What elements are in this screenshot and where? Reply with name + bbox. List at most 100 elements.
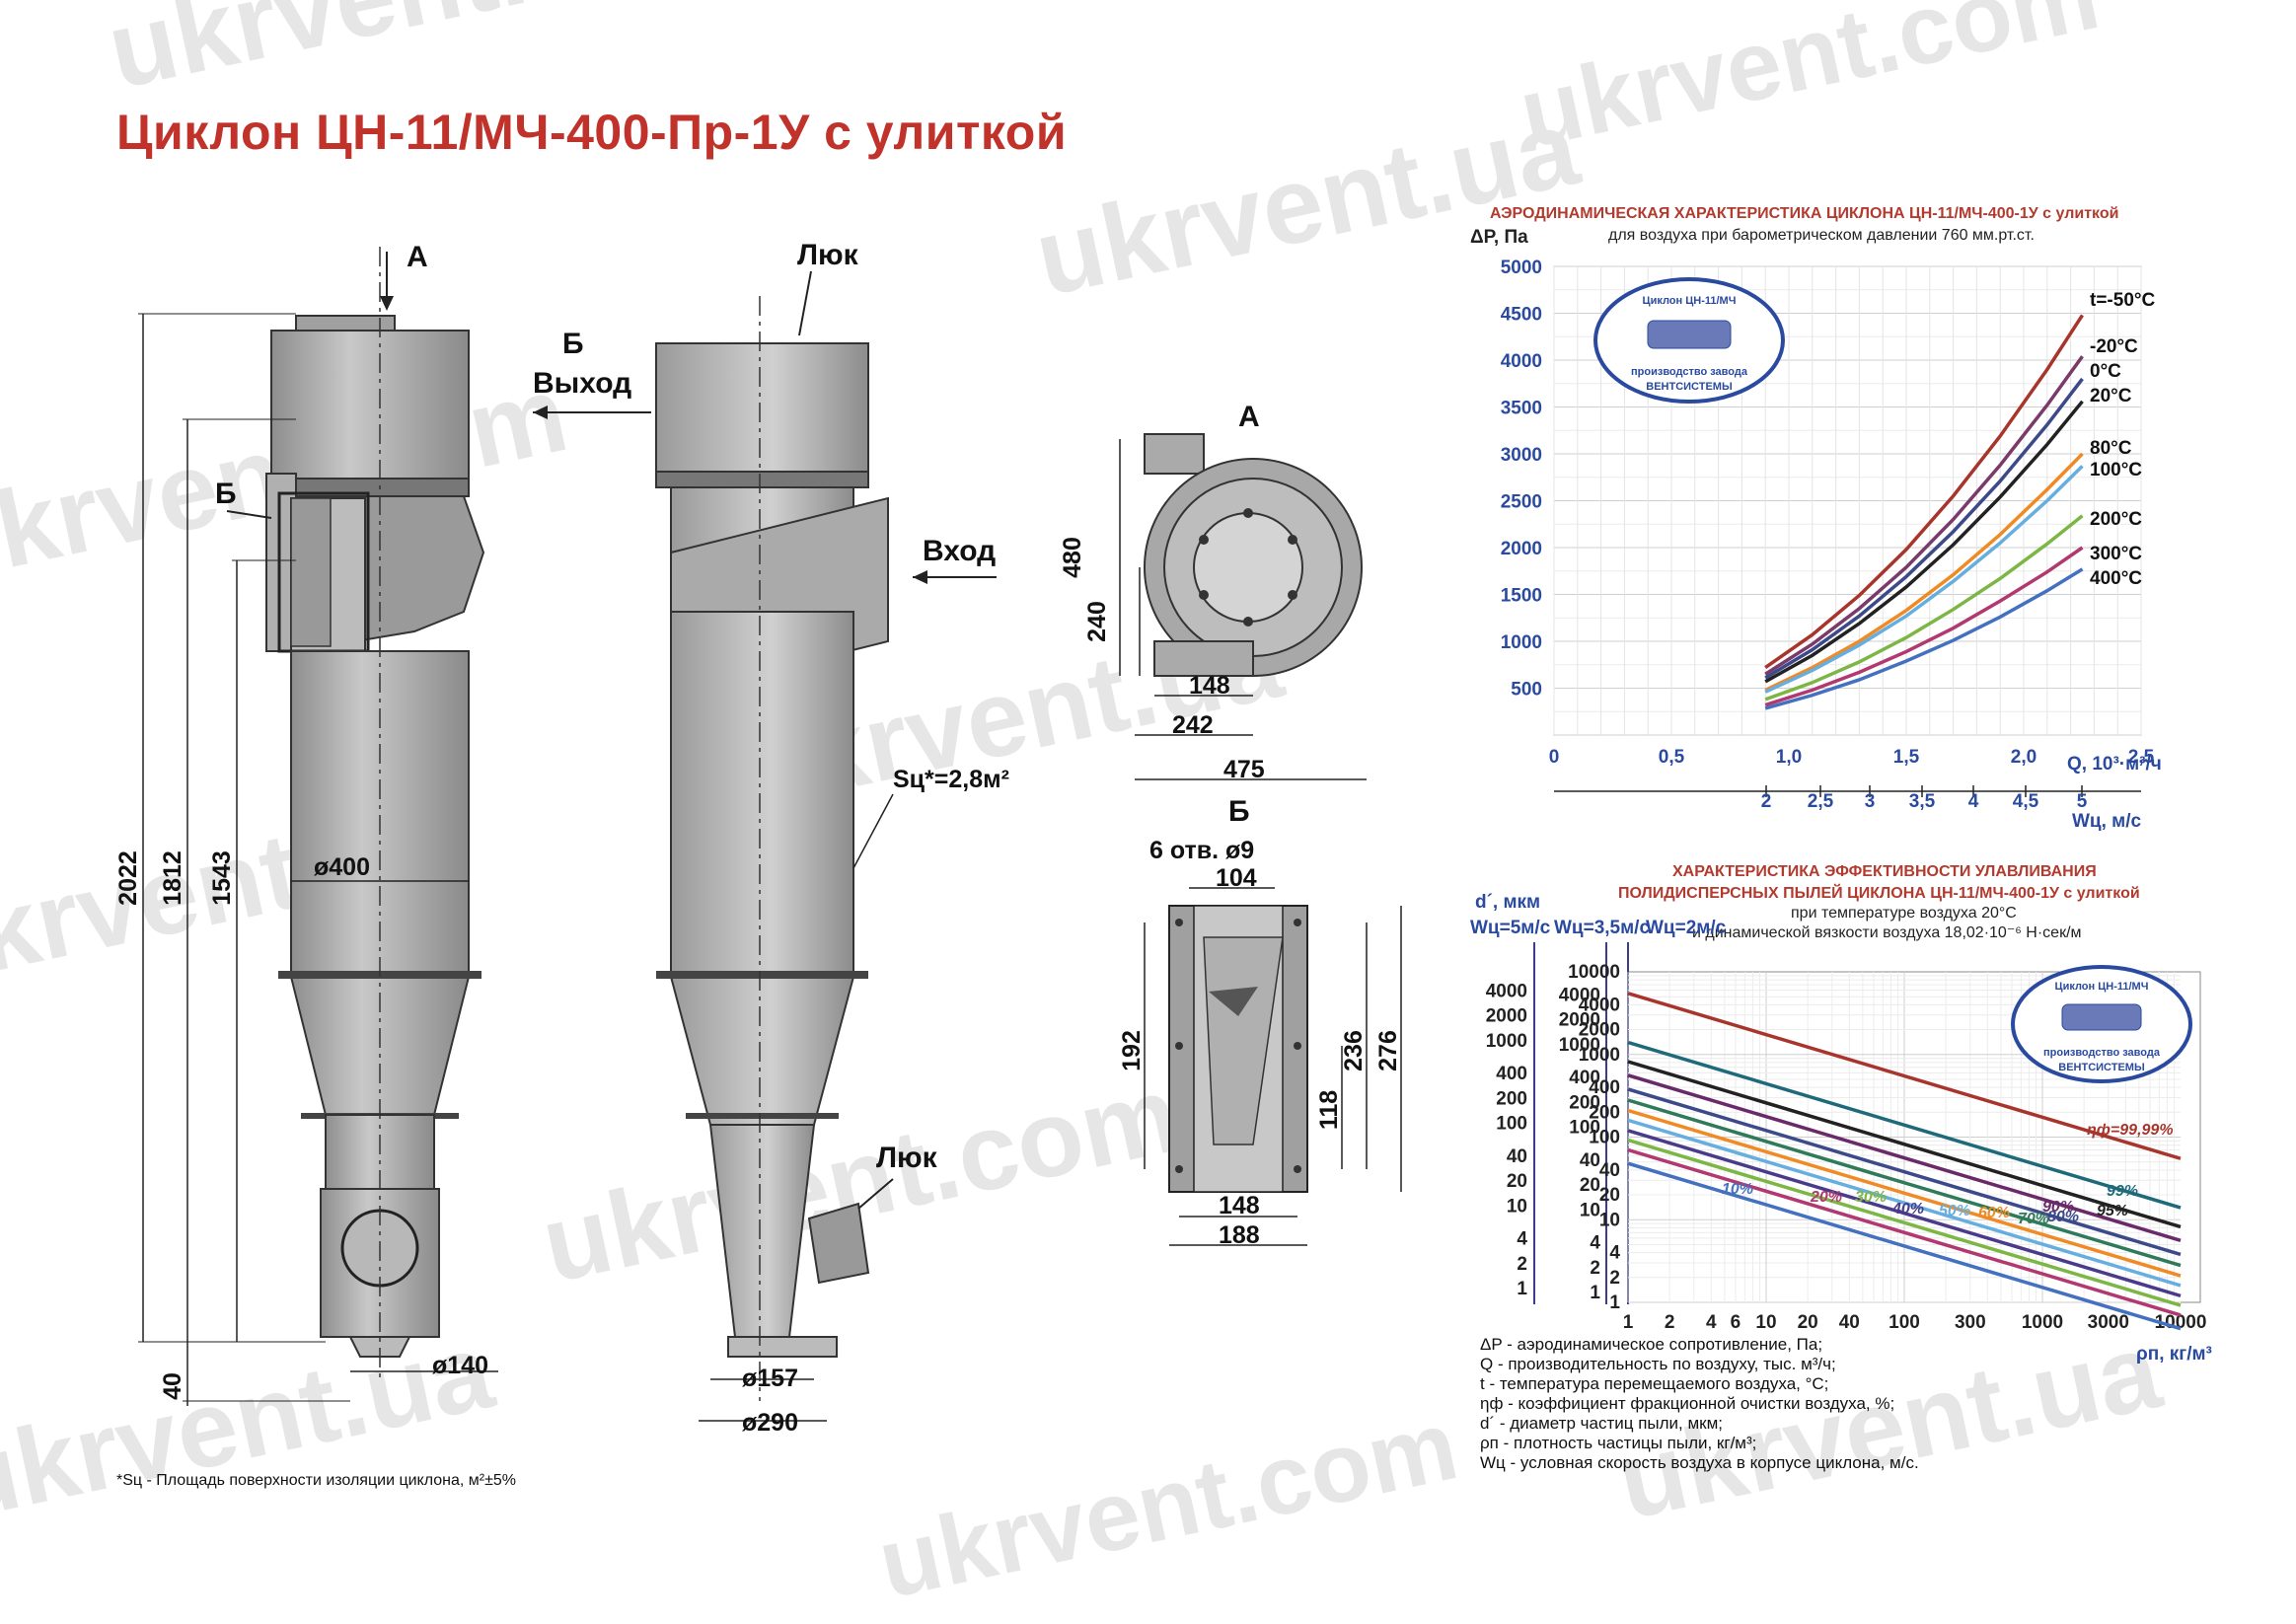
view-a-title: А [1238,401,1260,433]
y-tick-label: 200 [1589,1102,1620,1123]
watermark-text: ukrvent.ua [0,1309,503,1542]
series-label: 0°С [2090,361,2121,382]
series-label: 20°С [2090,386,2132,406]
series-line [1764,465,2084,694]
series-label: 80°С [2090,438,2132,459]
series-label: 200°С [2090,509,2142,530]
eff-col2: Wц=3,5м/с [1554,918,1650,938]
x-tick-label: 10000 [2155,1312,2207,1333]
y-tick-label-col1: 10 [1507,1196,1527,1217]
cyclone-front-view: 2022 1812 1543 40 ø400 ø140 А Б [114,241,498,1406]
series-label: 10% [1722,1181,1753,1198]
dim-40: 40 [159,1372,186,1400]
dim-104: 104 [1216,864,1257,892]
dim-2022: 2022 [114,850,142,906]
x-tick-label: 0 [1549,747,1560,768]
x-tick-label: 2,5 [2128,747,2155,768]
series-label: -20°С [2090,336,2138,357]
view-b-drawing: Б 6 отв. ø9 104 192 236 276 118 148 188 [1118,795,1402,1249]
x-tick-label: 300 [1955,1312,1986,1333]
x2-tick-label: 5 [2077,791,2088,812]
dim-d400: ø400 [314,853,370,881]
aero-xlabel: Q, 10³·м³/ч [2067,754,2162,775]
legend-line: ρп - плотность частицы пыли, кг/м³; [1480,1434,1756,1452]
x2-tick-label: 2,5 [1808,791,1834,812]
series-label: 400°С [2090,568,2142,589]
dim-480: 480 [1059,537,1086,578]
x-tick-label: 2 [1665,1312,1675,1333]
series-line [1627,1118,2182,1288]
y-tick-label-col1: 2000 [1486,1006,1527,1027]
series-line [1764,514,2084,701]
y-tick-label-col1: 2 [1517,1254,1527,1275]
eff-title2: ПОЛИДИСПЕРСНЫХ ПЫЛЕЙ ЦИКЛОНА ЦН-11/МЧ-40… [1618,883,2140,902]
x2-tick-label: 4,5 [2013,791,2039,812]
y-tick-label: 10000 [1568,962,1620,983]
y-tick-label-col2: 40 [1580,1150,1600,1171]
x-tick-label: 4 [1706,1312,1717,1333]
y-tick-label: 100 [1589,1128,1620,1148]
dim-188: 188 [1219,1221,1260,1249]
logo-line1: Циклон ЦН-11/МЧ [1643,295,1737,307]
y-tick-label-col1: 100 [1496,1114,1527,1135]
series-line [1627,1108,2182,1278]
y-tick-label-col1: 4 [1517,1229,1527,1250]
logo-badge-top: Циклон ЦН-11/МЧ производство завода ВЕНТ… [1593,277,1785,404]
y-tick-label-col2: 2 [1590,1258,1600,1279]
watermark-text: ukrvent.ua [1025,86,1589,319]
series-line [1627,1087,2182,1257]
logo-line3: ВЕНТСИСТЕМЫ [2058,1062,2145,1073]
y-tick-label-col2: 100 [1569,1118,1600,1139]
eff-sub1: при температуре воздуха 20°С [1791,905,2017,922]
y-tick-label: 500 [1511,680,1542,701]
eff-legend: ΔP - аэродинамическое сопротивление, Па;… [1480,1335,1919,1472]
y-tick-label-col2: 4 [1590,1233,1600,1254]
y-tick-label: 1 [1609,1292,1620,1313]
dim-d157: ø157 [742,1365,798,1392]
eff-xlabel: ρп, кг/м³ [2136,1344,2212,1365]
logo-line3: ВЕНТСИСТЕМЫ [1646,381,1733,393]
view-b-title: Б [1228,795,1250,828]
dim-242: 242 [1172,711,1214,739]
watermark-text: ukrvent.com [1511,0,2108,170]
logo-line2: производство завода [2043,1047,2161,1059]
x-tick-label: 0,5 [1659,747,1685,768]
outlet-pipe [270,330,470,480]
x-tick-label: 2,0 [2011,747,2037,768]
page-title: Циклон ЦН-11/МЧ-400-Пр-1У с улиткой [116,105,1068,160]
outlet-circle [1193,512,1303,623]
efficiency-chart: ХАРАКТЕРИСТИКА ЭФФЕКТИВНОСТИ УЛАВЛИВАНИЯ… [1470,863,2212,1472]
series-label: 300°С [2090,544,2142,564]
series-label: 100°С [2090,460,2142,480]
series-line [1627,1073,2182,1243]
eff-sub2: и динамической вязкости воздуха 18,02·10… [1692,924,2082,941]
x-tick-label: 10 [1755,1312,1776,1333]
cyclone-side-view: Люк Б Выход Вход Люк Sц*=2,8м² ø157 ø290 [533,239,1009,1437]
dim-148b: 148 [1219,1192,1260,1219]
y-tick-label: 4500 [1501,305,1542,326]
view-b-label: Б [215,478,237,510]
eff-title1: ХАРАКТЕРИСТИКА ЭФФЕКТИВНОСТИ УЛАВЛИВАНИЯ [1672,863,2097,880]
series-line [1627,1138,2182,1307]
series-line [1764,400,2084,684]
series-label: 90% [2042,1199,2074,1216]
y-tick-label: 2000 [1501,539,1542,559]
legend-line: ηф - коэффициент фракционной очистки воз… [1480,1394,1894,1413]
y-tick-label-col1: 1 [1517,1279,1527,1299]
series-line [1764,567,2084,710]
x-tick-label: 1,0 [1776,747,1802,768]
series-line [1764,452,2084,692]
dim-118: 118 [1315,1090,1343,1130]
y-tick-label: 4000 [1501,351,1542,372]
aero-x2label: Wц, м/с [2072,811,2142,832]
y-tick-label-col2: 400 [1569,1068,1600,1088]
aero-title: АЭРОДИНАМИЧЕСКАЯ ХАРАКТЕРИСТИКА ЦИКЛОНА … [1490,205,2118,222]
eff-ylabel: d´, мкм [1475,892,1540,913]
view-b-arrow-label: Б [562,328,584,360]
series-label: t=-50°С [2090,290,2155,311]
dim-276: 276 [1374,1030,1402,1071]
